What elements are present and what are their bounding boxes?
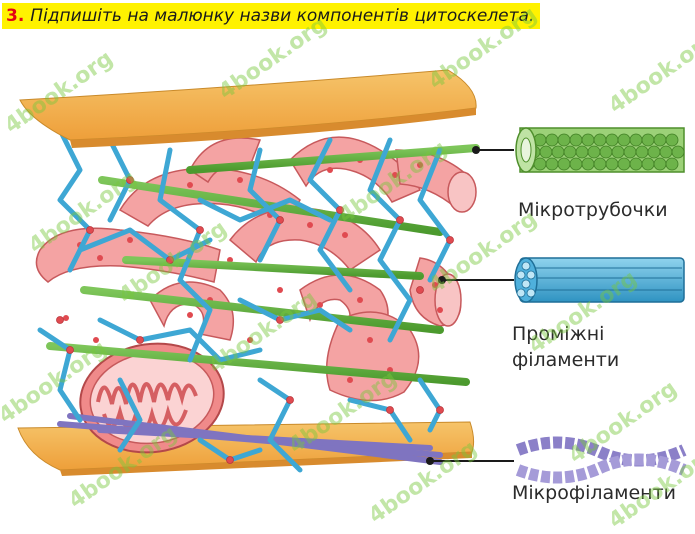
task-heading: 3. Підпишіть на малюнку назви компоненті…	[2, 3, 541, 29]
microfilament-strands	[57, 413, 443, 465]
microtubule-callout	[515, 127, 685, 173]
label-microfilaments: Мікрофіламенти	[512, 482, 677, 504]
task-text: Підпишіть на малюнку назви компонентів ц…	[30, 6, 535, 26]
label-intermediate-line2: філаменти	[512, 349, 620, 371]
top-plate	[19, 69, 477, 141]
label-microtubules: Мікротрубочки	[518, 199, 668, 221]
filament-end-dots	[56, 176, 454, 464]
label-intermediate-line1: Проміжні	[512, 323, 605, 345]
intermediate-filament-callout	[514, 257, 685, 303]
pointer-lines	[430, 149, 514, 462]
microfilament-callout	[515, 436, 687, 484]
intermediate-filament-network	[37, 127, 453, 473]
task-number: 3.	[6, 6, 25, 26]
